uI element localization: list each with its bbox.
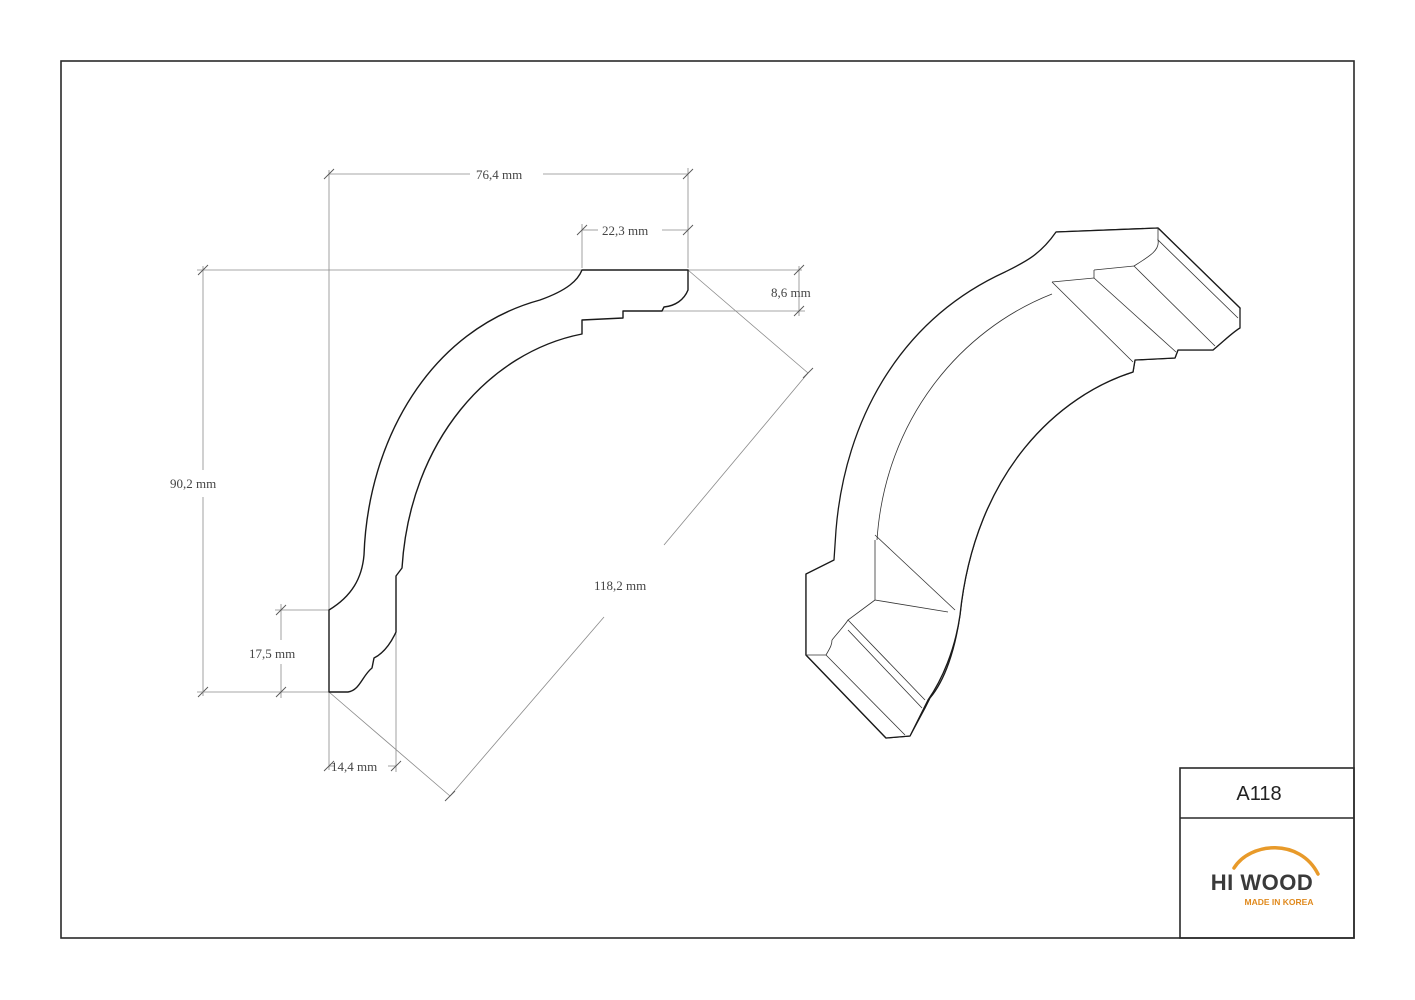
molding-profile [328, 269, 689, 693]
drawing-frame [60, 60, 1355, 939]
brand-logo: HI WOOD MADE IN KOREA [1211, 846, 1320, 907]
dim-diagonal: 118,2 mm [594, 578, 646, 593]
brand-name: HI WOOD [1211, 870, 1314, 895]
dim-top-width: 76,4 mm [476, 167, 522, 182]
brand-tagline: MADE IN KOREA [1245, 897, 1314, 907]
dim-height: 90,2 mm [170, 476, 216, 491]
dimension-lines [197, 168, 814, 802]
title-block [1179, 767, 1355, 939]
dim-bottom-height: 17,5 mm [249, 646, 295, 661]
dim-bottom-depth: 14,4 mm [331, 759, 377, 774]
dim-top-step: 22,3 mm [602, 223, 648, 238]
model-code: A118 [1236, 783, 1281, 805]
dim-top-depth: 8,6 mm [771, 285, 811, 300]
logo-arc-icon [1232, 846, 1320, 876]
molding-3d-view [805, 227, 1241, 739]
